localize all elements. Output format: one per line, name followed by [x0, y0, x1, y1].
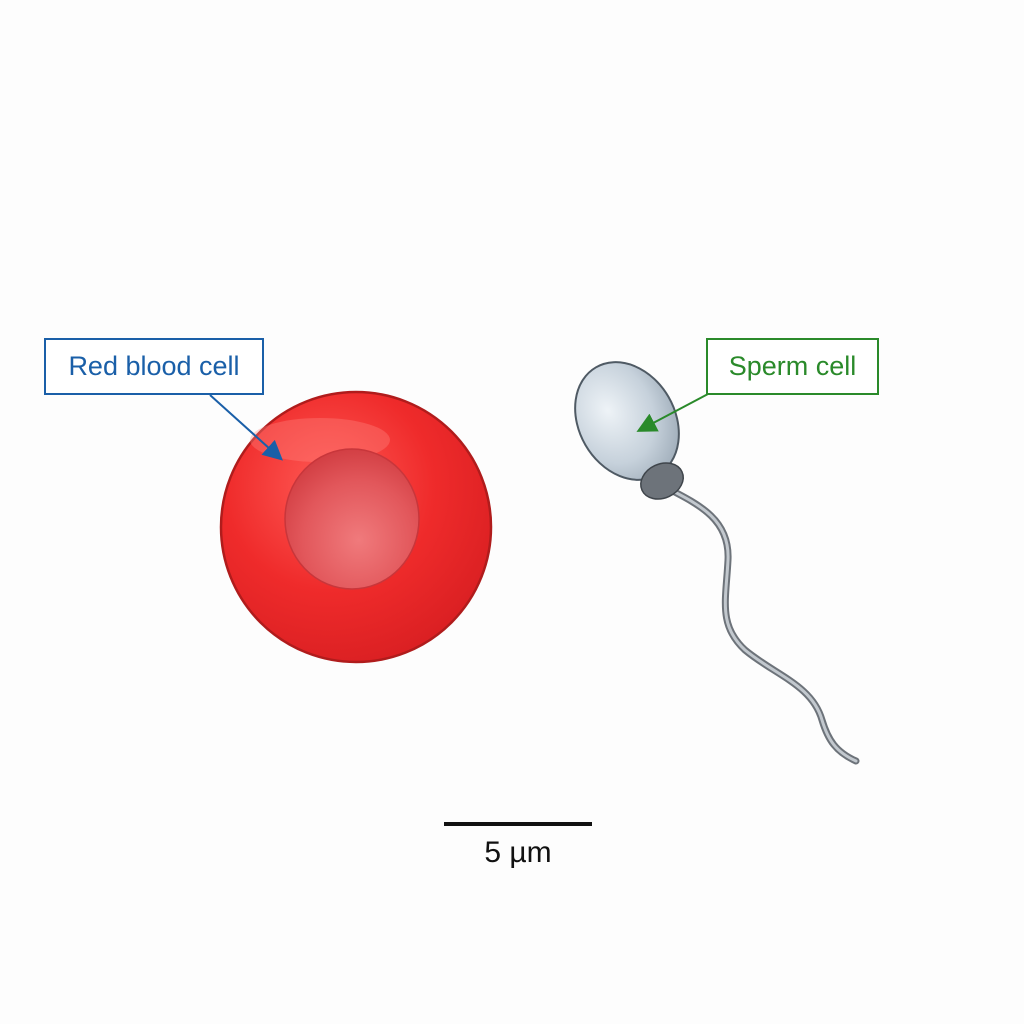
rbc-pointer-arrow [209, 394, 283, 461]
rbc-label: Red blood cell [44, 338, 264, 395]
rbc-center-depression [284, 448, 420, 590]
sperm-tail [663, 484, 860, 765]
sperm-cell [574, 361, 860, 765]
sperm-tail-highlight [665, 486, 858, 763]
sperm-midpiece [640, 462, 684, 500]
sperm-pointer-arrow [636, 393, 709, 432]
sperm-label: Sperm cell [706, 338, 879, 395]
red-blood-cell [219, 390, 493, 664]
scale-bar-label: 5 µm [484, 836, 552, 869]
